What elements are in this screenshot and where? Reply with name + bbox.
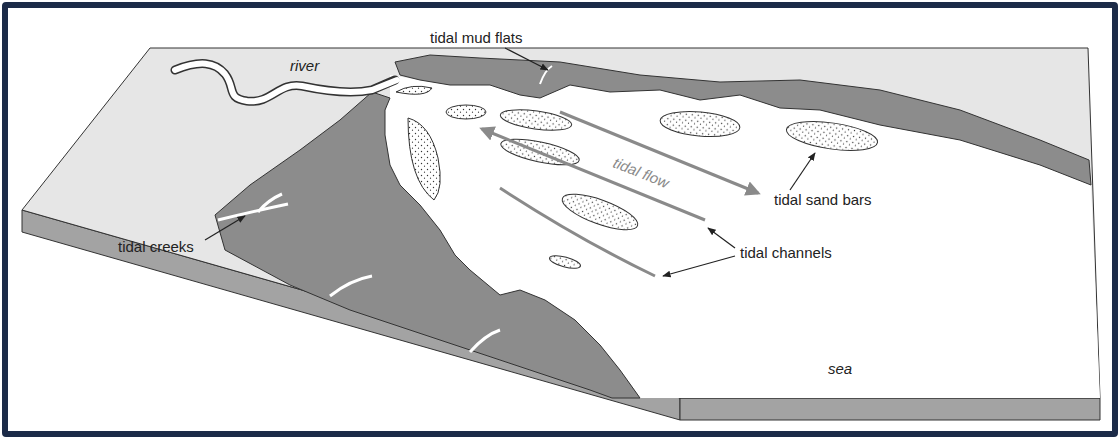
mud-flat (215, 92, 640, 398)
leader-line (790, 153, 815, 190)
feature-label: river (290, 57, 319, 74)
leader-line (663, 256, 735, 276)
tidal-channel-line (500, 188, 655, 276)
sea-label: sea (828, 360, 852, 377)
river (175, 64, 397, 102)
mud-flat (395, 55, 1091, 185)
land-surface (22, 48, 1100, 398)
feature-label: tidal channels (740, 244, 832, 261)
feature-label: tidal sand bars (774, 191, 872, 208)
tidal-creek (330, 276, 500, 352)
tidal-sand-bars (396, 86, 879, 271)
tidal-flow-arrow (482, 129, 705, 220)
tidal-creek (218, 194, 288, 220)
leader-line (708, 228, 735, 248)
leader-line (205, 216, 245, 240)
leader-line (505, 48, 548, 70)
feature-label: tidal creeks (118, 238, 194, 255)
tidal-flow-arrow (560, 112, 758, 193)
river (175, 64, 395, 102)
feature-label: tidal mud flats (430, 29, 523, 46)
block-front-face (680, 398, 1100, 420)
